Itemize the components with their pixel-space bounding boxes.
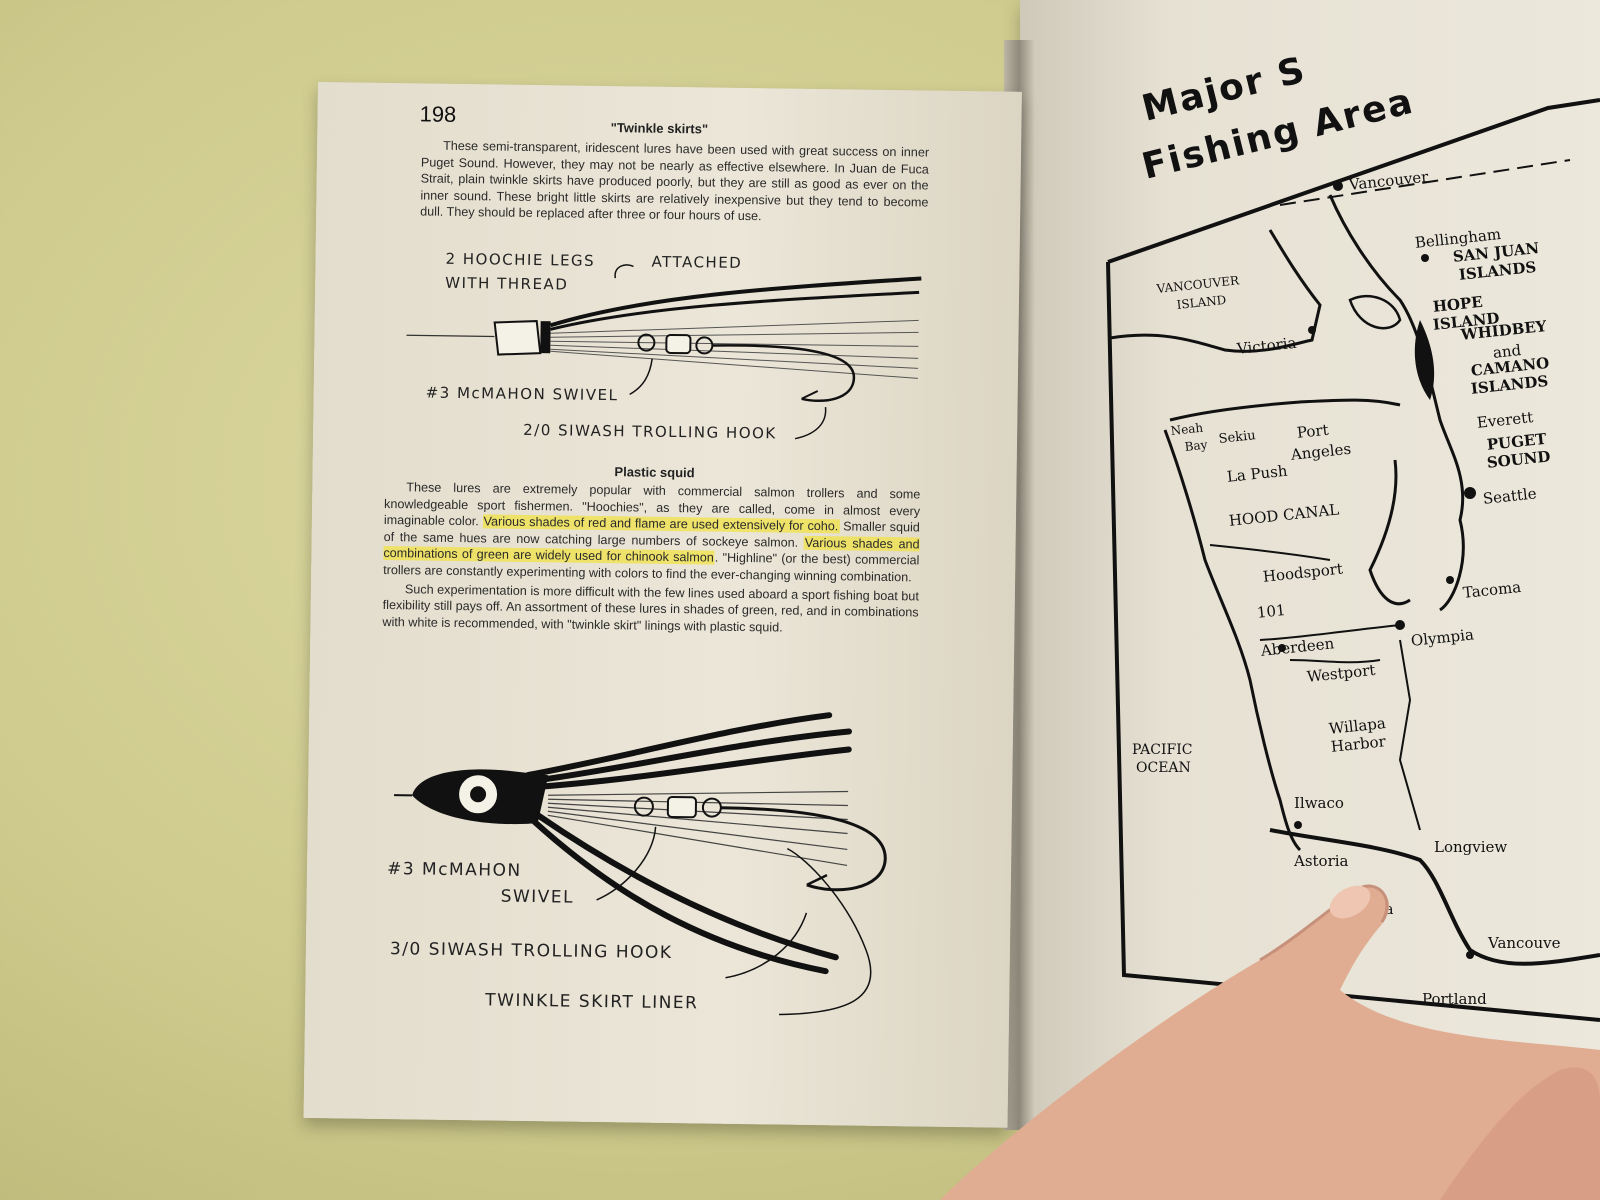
map-label-ilwaco: Ilwaco: [1294, 794, 1344, 812]
map-label-route-101: 101: [1256, 601, 1287, 622]
paragraph-twinkle-skirts-text: These semi-transparent, iridescent lures…: [420, 138, 930, 224]
paragraph-plastic-squid-2: Such experimentation is more difficult w…: [382, 581, 919, 635]
diagram1-label-swivel: #3 McMAHON SWIVEL: [425, 383, 619, 405]
paragraph-twinkle-skirts: These semi-transparent, iridescent lures…: [420, 137, 929, 229]
map-label-ocean: OCEAN: [1136, 760, 1191, 776]
diagram2-plastic-squid: [394, 712, 887, 1016]
map-label-port: Port: [1296, 420, 1330, 442]
map-label-vancouver-bottom: Vancouve: [1488, 934, 1561, 952]
paragraph-plastic-squid: These lures are extremely popular with c…: [382, 479, 920, 640]
diagram2-label-swivel-1: #3 McMAHON: [386, 859, 522, 881]
highlight-coho: Various shades of red and flame are used…: [482, 514, 840, 534]
map-label-astoria: Astoria: [1294, 852, 1349, 870]
map-label-longview: Longview: [1434, 838, 1508, 856]
map-label-portland: Portland: [1422, 990, 1487, 1008]
diagram1-label-hook: 2/0 SIWASH TROLLING HOOK: [523, 420, 777, 443]
diagram2-label-liner: TWINKLE SKIRT LINER: [485, 990, 699, 1014]
diagram1-hoochie-lure: [406, 264, 922, 440]
map-label-pacific: PACIFIC: [1132, 742, 1193, 758]
left-page: 198 "Twinkle skirts" These semi-transpar…: [303, 82, 1022, 1128]
finger: [940, 884, 1600, 1200]
paragraph-plastic-squid-1: These lures are extremely popular with c…: [383, 480, 921, 585]
diagram2-label-swivel-2: SWIVEL: [500, 886, 575, 908]
diagram2-label-hook: 3/0 SIWASH TROLLING HOOK: [389, 939, 673, 964]
heading-twinkle-skirts: "Twinkle skirts": [610, 120, 709, 137]
map-label-bay: Bay: [1184, 437, 1209, 454]
